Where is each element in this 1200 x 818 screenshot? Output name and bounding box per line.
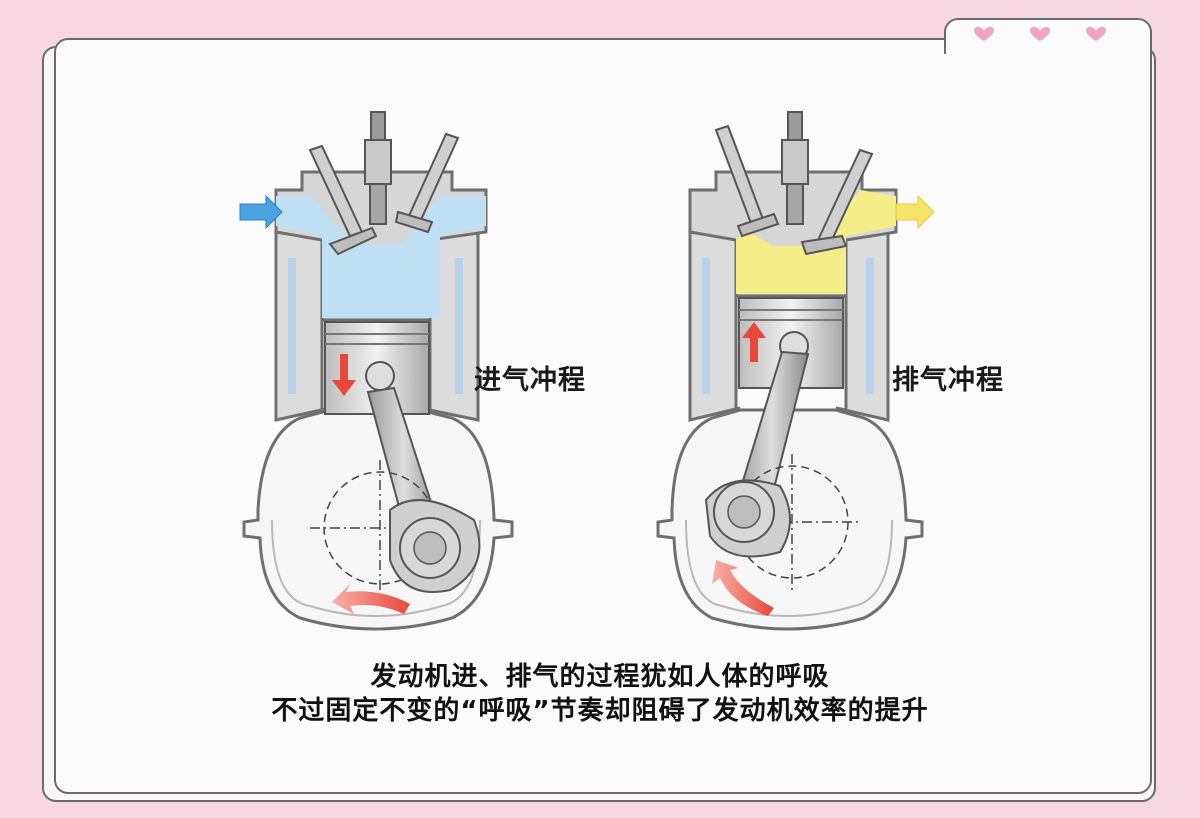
spark-plug (781, 111, 809, 225)
card (54, 38, 1152, 794)
rotation-arrow (712, 560, 774, 616)
intake-valve (714, 124, 780, 238)
exhaust-valve (394, 132, 460, 234)
spark-plug (364, 111, 392, 225)
heart-icon (1086, 27, 1106, 41)
rotation-arrow (332, 584, 410, 614)
exhaust-gas (736, 190, 896, 294)
intake-stroke-engine (239, 111, 514, 631)
intake-valve (308, 144, 378, 256)
piston-down-arrow (332, 354, 356, 396)
heart-icon (1030, 27, 1050, 41)
exhaust-valve (800, 148, 874, 256)
cylinder-wall-left (688, 228, 741, 422)
crankshaft (704, 454, 862, 590)
air-in-arrow (239, 194, 283, 230)
gas-out-arrow (895, 194, 935, 230)
exhaust-stroke-engine (656, 111, 935, 631)
caption-line-2: 不过固定不变的“呼吸”节奏却阻碍了发动机效率的提升 (271, 696, 929, 726)
intake-stroke-label: 进气冲程 (474, 365, 586, 396)
exhaust-stroke-label: 排气冲程 (892, 365, 1004, 396)
piston-up-arrow (742, 322, 766, 362)
caption-line-1: 发动机进、排气的过程犹如人体的呼吸 (370, 662, 830, 692)
heart-icon (974, 27, 994, 41)
intake-air (276, 196, 486, 318)
crankshaft (310, 460, 481, 596)
